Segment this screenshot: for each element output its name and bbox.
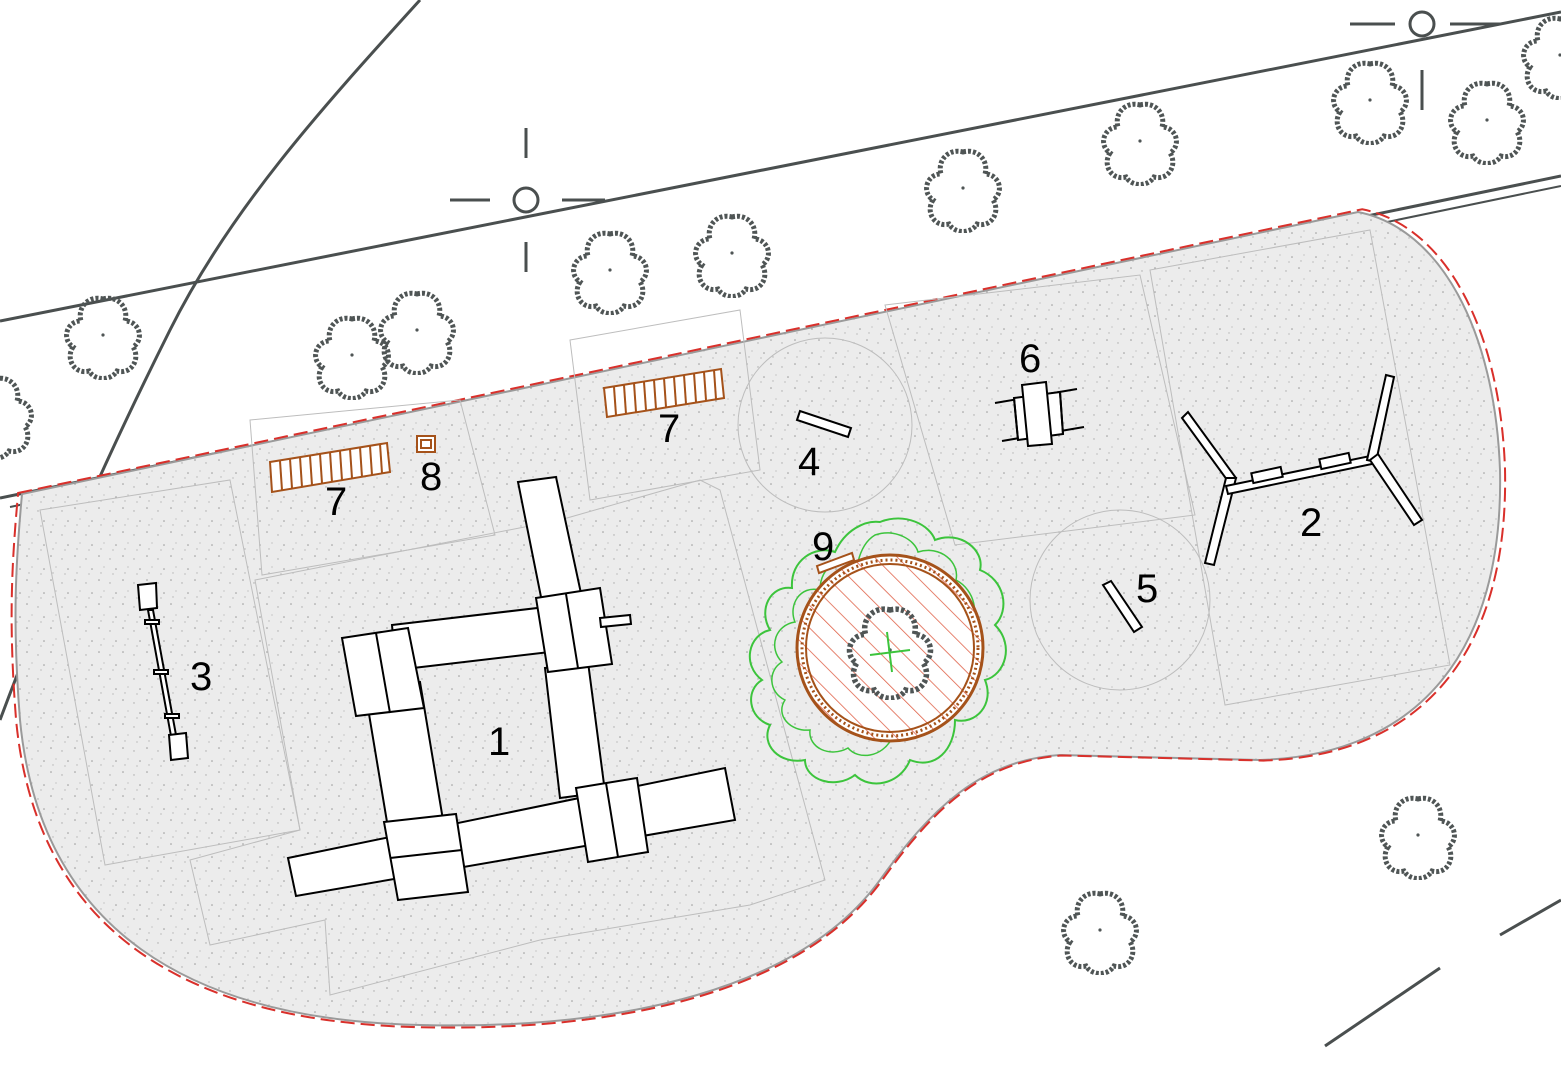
- label-8: 8: [420, 455, 442, 499]
- tree-icon: [1064, 893, 1137, 973]
- spring-rider-5: 5: [1101, 567, 1158, 634]
- label-6: 6: [1019, 337, 1041, 381]
- existing-lamp-post-right: [1350, 10, 1500, 110]
- label-9: 9: [812, 525, 834, 569]
- label-7-right: 7: [658, 407, 680, 451]
- tree-icon: [381, 293, 454, 373]
- label-2: 2: [1300, 501, 1322, 545]
- balance-beam: 3: [136, 581, 212, 762]
- bench-right: 7: [602, 367, 726, 451]
- tree-icon: [1334, 63, 1407, 143]
- tree-icon: [1382, 798, 1455, 878]
- litter-bin: 8: [416, 435, 442, 499]
- label-7-left: 7: [325, 480, 347, 524]
- tree-icon: [1524, 18, 1561, 98]
- swing-tripod: 2: [1180, 373, 1424, 567]
- playground-surface: [10, 208, 1507, 1029]
- existing-lamp-post-left: [450, 128, 605, 272]
- tree-icon: [927, 151, 1000, 231]
- seesaw: 6: [994, 337, 1085, 448]
- label-1: 1: [488, 720, 510, 764]
- tree-icon: [1451, 83, 1524, 163]
- label-5: 5: [1136, 567, 1158, 611]
- label-3: 3: [190, 655, 212, 699]
- tree-icon: [316, 318, 389, 398]
- tree-icon: [1104, 104, 1177, 184]
- tree-icon: [696, 216, 769, 296]
- tree-icon: [67, 298, 140, 378]
- climbing-frame: 1: [286, 475, 737, 902]
- tree-with-circular-bench: 9: [748, 517, 1007, 785]
- label-4: 4: [798, 440, 820, 484]
- safety-zones: [39, 229, 1451, 996]
- tree-icon: [0, 378, 31, 458]
- tree-icon: [574, 233, 647, 313]
- tree-canopy-outline: [748, 517, 1007, 785]
- spring-rider-4: 4: [795, 409, 853, 484]
- bench-left: 7: [268, 441, 392, 524]
